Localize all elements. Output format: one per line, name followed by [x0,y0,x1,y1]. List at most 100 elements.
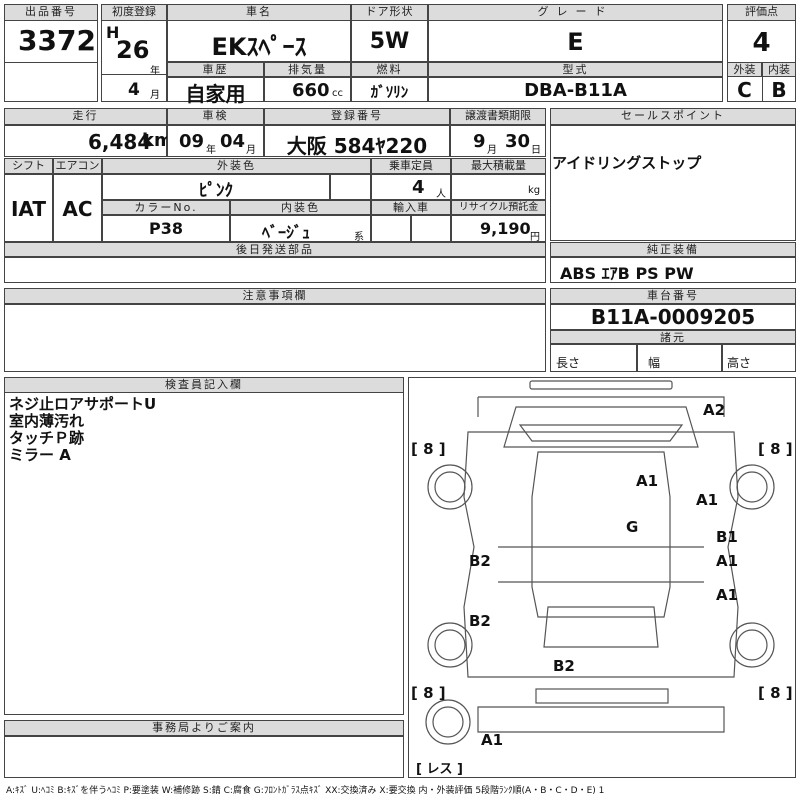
sales-point-box [550,125,796,241]
notes-label: 注意事項欄 [4,288,546,304]
damage-mark: A2 [703,401,726,419]
chassis-number: B11A-0009205 [590,305,756,329]
spare-tire [425,699,471,745]
tire-depth-front-right: [ 8 ] [758,440,793,458]
car-name: EKｽﾍﾟｰｽ [211,33,307,61]
exterior-label: 外装 [727,62,762,77]
capacity-unit: 人 [436,189,446,200]
first-reg-era: H [106,23,120,42]
displacement-box [264,77,351,102]
mileage-box [4,125,167,157]
front-left-tire-inner [434,471,466,503]
inspector-note: 室内薄汚れ [9,412,85,430]
rear-glass-outline [543,606,659,648]
max-load-unit: kg [528,185,541,196]
notes-box [4,304,546,372]
front-left-tire [427,464,473,510]
damage-mark: B2 [553,657,575,675]
shift-box [4,174,53,242]
color-no-value: P38 [149,219,183,238]
inspection-year: 09 [179,131,205,152]
fuel-box [351,77,428,102]
hood-outline [503,406,699,448]
rear-right-tire [729,622,775,668]
first-reg-month-unit: 月 [150,90,160,101]
recycle-value: 9,190 [480,219,531,238]
displacement-label: 排気量 [264,62,351,77]
transfer-day: 30 [505,131,531,152]
first-reg-year-unit: 年 [150,66,160,77]
spare-tire-inner [432,706,464,738]
int-color-value: ﾍﾞｰｼﾞｭ [262,223,311,242]
rear-bumper-outline [477,706,725,733]
mileage-label: 走行 [4,108,167,125]
first-reg-month: 4 [128,80,140,100]
recycle-label: リサイクル預託金 [451,200,546,215]
spec-length-label: 長さ [556,356,581,370]
office-box [4,736,404,778]
first-reg-year: 26 [116,36,150,64]
fuel-value: ｶﾞｿﾘﾝ [370,83,409,101]
spec-width-label: 幅 [648,356,661,370]
damage-mark: B2 [469,552,491,570]
damage-mark: G [626,518,639,536]
capacity-label: 乗車定員 [371,158,451,174]
inspector-box [4,377,404,715]
genuine-equipment-box [550,257,796,283]
transfer-month: 9 [473,131,486,152]
rear-left-tire-inner [434,629,466,661]
spec-height-label: 高さ [727,356,752,370]
history-label: 車歴 [167,62,264,77]
fuel-label: 燃料 [351,62,428,77]
int-color-box [230,215,371,242]
inspection-label: 車検 [167,108,264,125]
color-no-label: カラーNo. [102,200,230,215]
chassis-box [550,304,796,330]
car-diagram [425,380,775,745]
aircon-label: エアコン [53,158,102,174]
lot-number: 3372 [18,24,96,57]
mileage-unit: km [142,130,173,151]
recycle-unit: 円 [530,232,540,243]
rear-right-tire-inner [736,629,768,661]
model-code-label: 型式 [428,62,723,77]
damage-mark: B2 [469,612,491,630]
diagram-box [408,377,796,778]
max-load-box [451,174,546,200]
interior-label: 内装 [762,62,796,77]
recycle-box [451,215,546,242]
plate-value: 大阪 584ﾔ220 [286,134,428,158]
color-no-box [102,215,230,242]
rear-left-tire [427,622,473,668]
import-box-b [411,215,451,242]
model-code-box [428,77,723,102]
ext-color-label: 外装色 [102,158,371,174]
ext-color-extra-box [330,174,371,200]
front-right-tire-inner [736,471,768,503]
damage-mark: A1 [716,552,739,570]
damage-mark: A1 [481,731,504,749]
shift-label: シフト [4,158,53,174]
score-label: 評価点 [727,4,796,21]
import-label: 輸入車 [371,200,451,215]
ext-color-value: ﾋﾟﾝｸ [199,181,233,201]
spare-tire-label: [ レス ] [416,762,463,777]
roof-spoiler-outline [529,380,673,390]
max-load-label: 最大積載量 [451,158,546,174]
int-color-label: 内装色 [230,200,371,215]
transfer-month-unit: 月 [487,145,497,156]
damage-mark: A1 [636,472,659,490]
displacement-unit: cc [332,88,343,99]
displacement-value: 660 [292,80,330,101]
inspection-month-unit: 月 [246,145,256,156]
inspector-label: 検査員記入欄 [4,377,404,393]
genuine-equipment-label: 純正装備 [550,242,796,257]
inspector-note: ミラー A [9,446,71,464]
spec-length-box [550,344,637,372]
capacity-box [371,174,451,200]
door-label: ドア形状 [351,4,428,21]
inspection-month: 04 [220,131,246,152]
office-label: 事務局よりご案内 [4,720,404,736]
front-right-tire [729,464,775,510]
import-box-a [371,215,411,242]
